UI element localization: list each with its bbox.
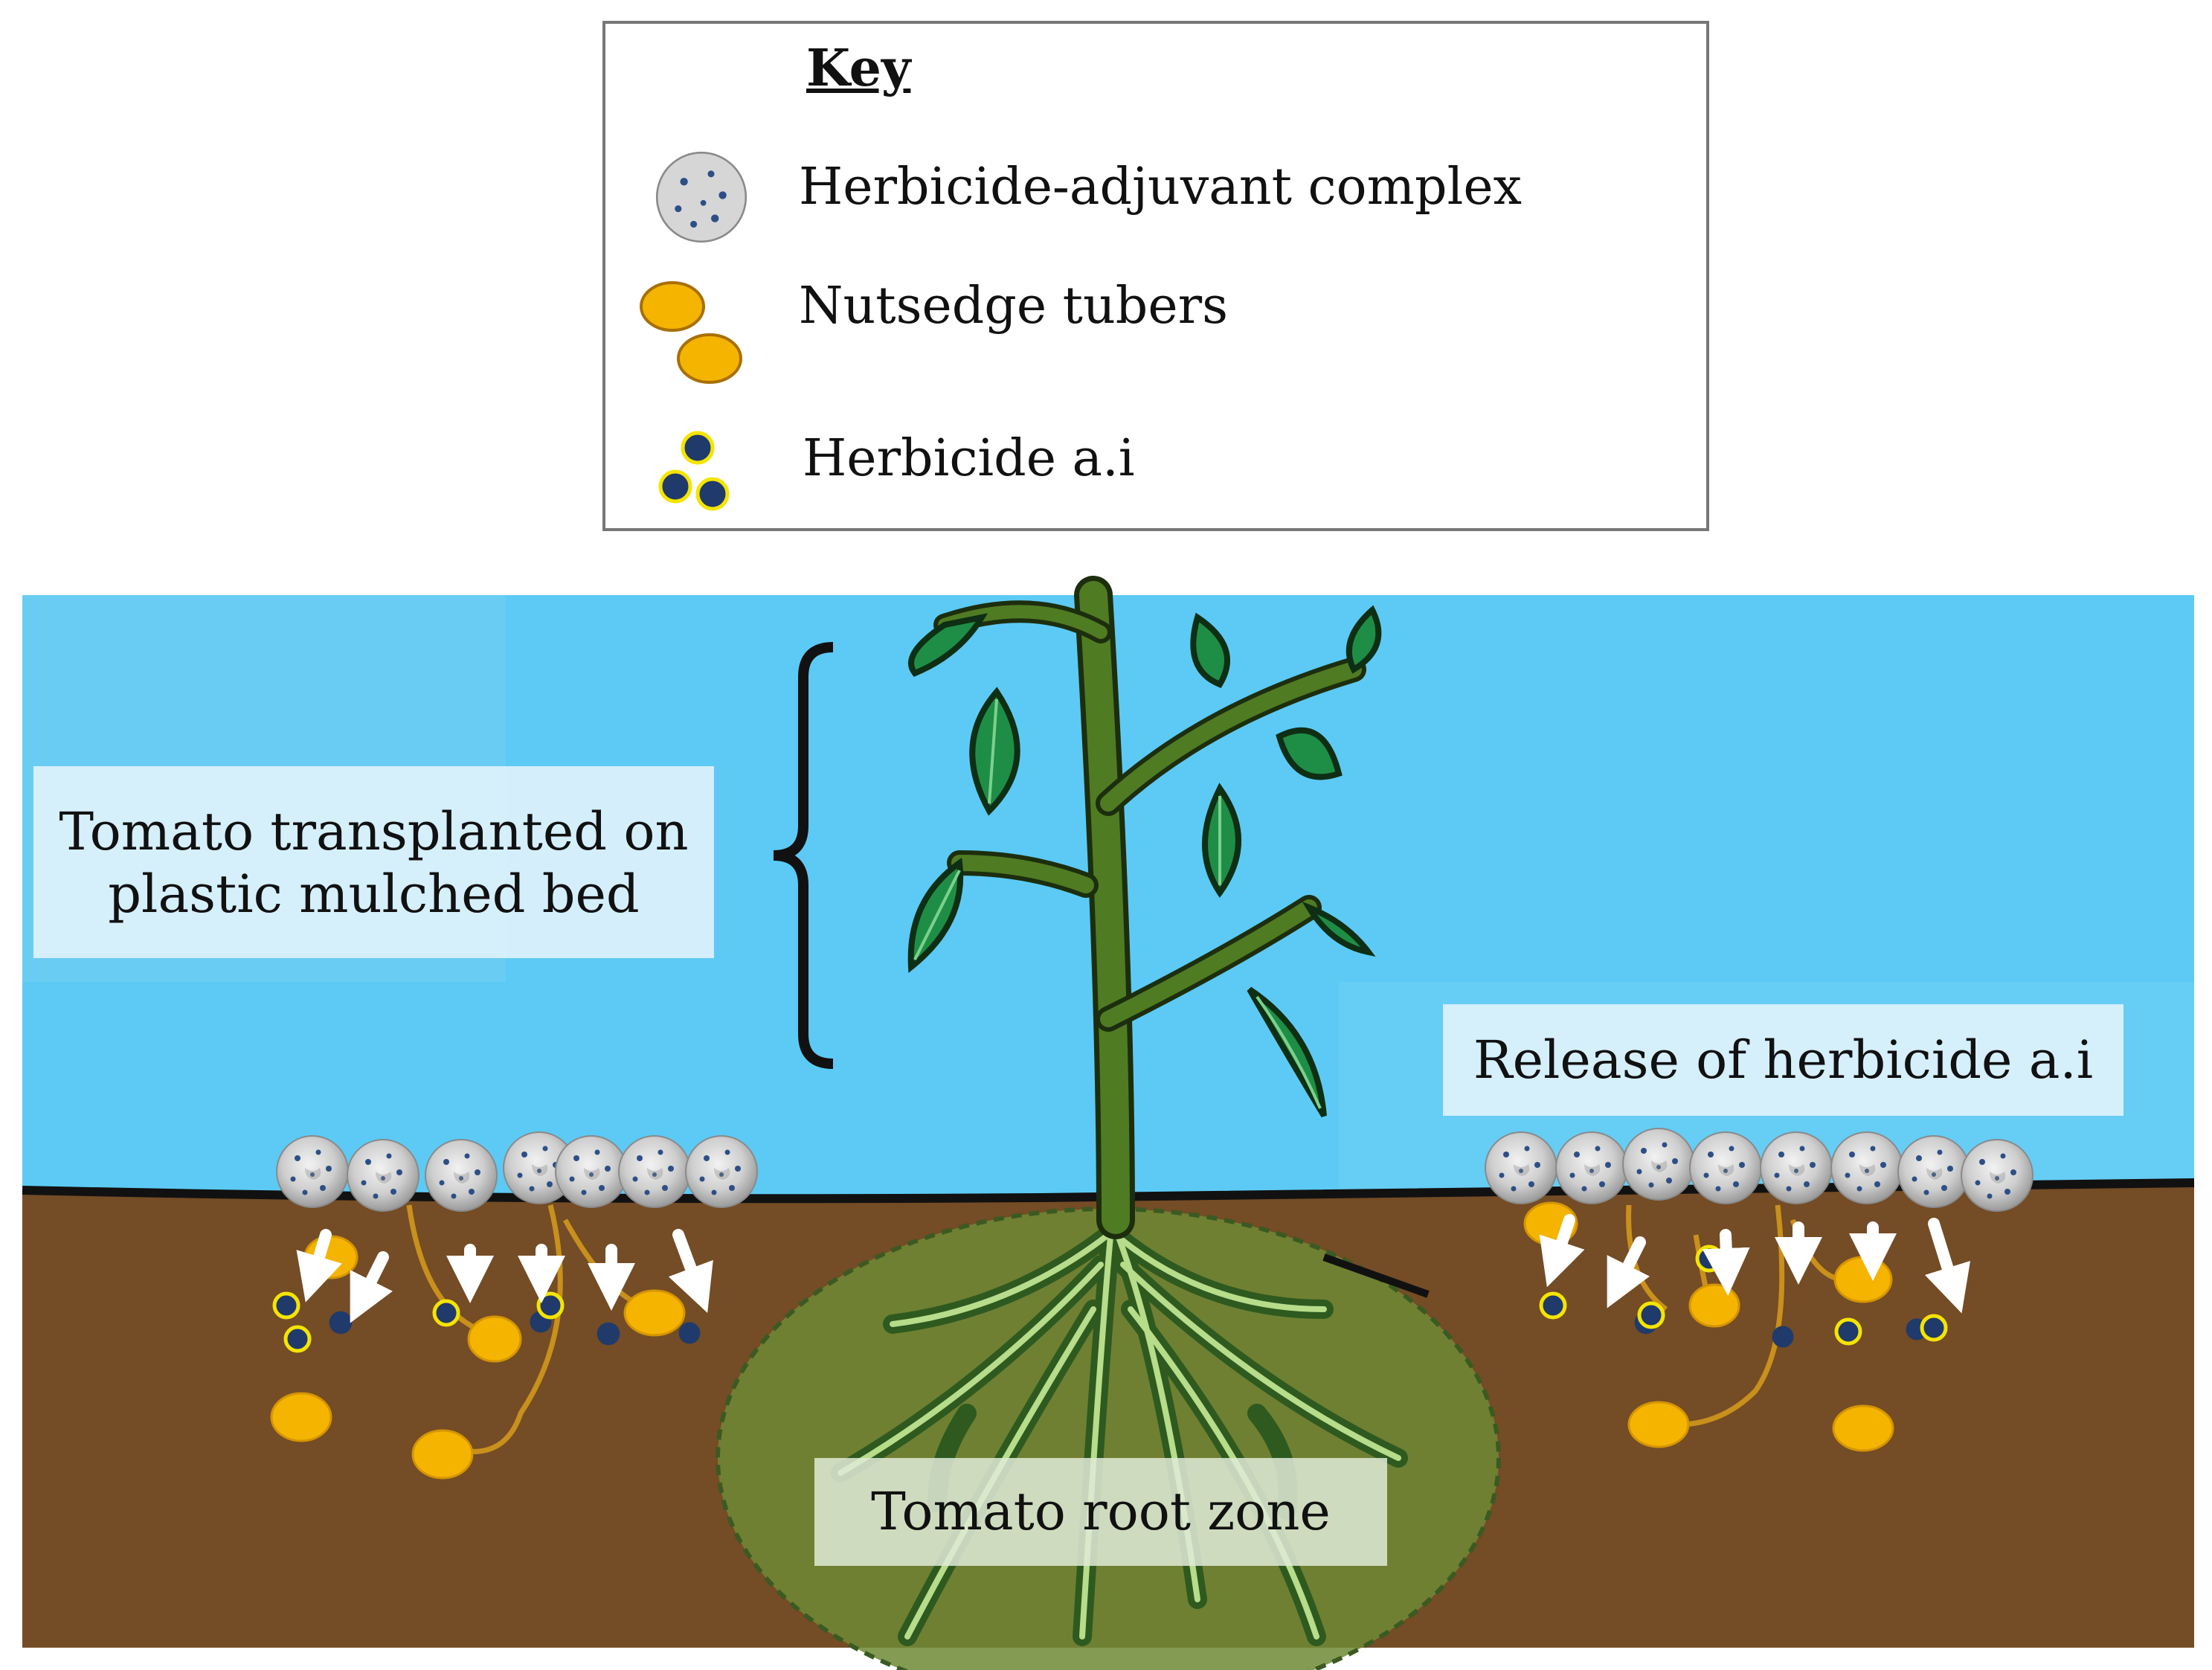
tomato-leaves [907,605,1382,1118]
herbicide-adjuvant-complex-icon [655,151,747,243]
legend-label-herbicide-ai: Herbicide a.i [803,429,1135,488]
label-release: Release of herbicide a.i [1443,1004,2123,1116]
legend-label-tubers: Nutsedge tubers [799,277,1228,335]
label-root-zone: Tomato root zone [814,1458,1387,1566]
nutsedge-tuber-icon [640,281,742,384]
herbicide-ai-icon [658,431,730,511]
right-release-arrows [1539,1214,1971,1314]
left-release-arrows [296,1229,713,1323]
legend-box: Key Herbicide-adjuvant complex Nutsedge … [602,21,1709,531]
curly-brace [773,642,834,1069]
legend-label-complex: Herbicide-adjuvant complex [799,158,1522,216]
legend-title: Key [806,39,911,98]
label-transplant: Tomato transplanted on plastic mulched b… [33,766,714,958]
